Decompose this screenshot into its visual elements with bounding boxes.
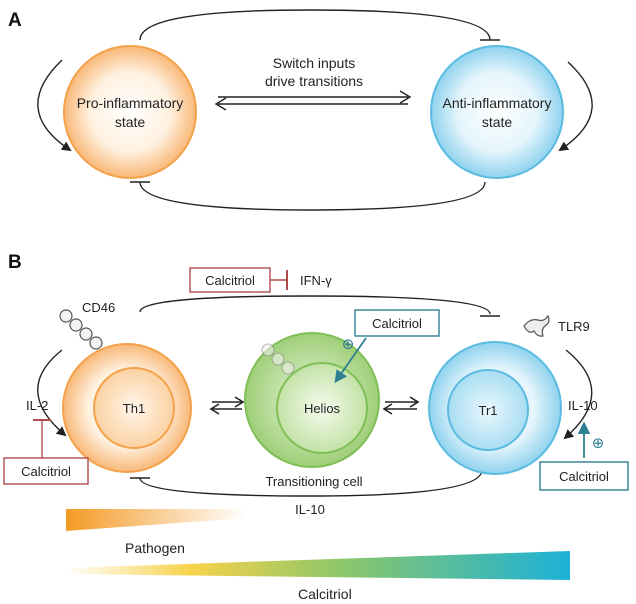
tlr9-receptor-icon: [523, 314, 550, 337]
pro-state-label-line2: state: [115, 114, 146, 130]
helios-label: Helios: [304, 401, 341, 416]
pathogen-gradient-wedge: [66, 509, 246, 531]
tr1-label: Tr1: [478, 403, 497, 418]
helios-nucleus: [276, 362, 368, 454]
transitioning-cell-label: Transitioning cell: [265, 474, 362, 489]
switch-label-line2: drive transitions: [265, 73, 363, 89]
calcitriol-helios-box: [354, 309, 440, 337]
calcitriol-left-box: [3, 457, 89, 485]
th1-self-loop-arrow: [37, 349, 67, 437]
tlr9-label: TLR9: [558, 319, 590, 334]
th1-helios-double-arrow: [209, 396, 245, 415]
anti-state-label-line1: Anti-inflammatory: [443, 95, 552, 111]
ifn-gamma-label: IFN-γ: [300, 273, 332, 288]
top-inhibition-arc: [139, 9, 491, 41]
panel-b-letter: B: [8, 252, 22, 273]
calcitriol-gradient-label: Calcitriol: [298, 586, 352, 602]
b-top-inhibition-arc: [139, 295, 491, 315]
anti-self-loop-arrow: [558, 61, 593, 152]
helios-tr1-double-arrow: [382, 396, 420, 415]
b-bottom-inhibition-arc: [139, 469, 483, 497]
pro-inflammatory-cell: [63, 45, 197, 179]
pathogen-label: Pathogen: [125, 540, 185, 556]
panel-a-letter: A: [8, 10, 22, 31]
tr1-nucleus: [447, 369, 529, 451]
calcitriol-gradient-wedge: [66, 551, 570, 580]
cd46-label: CD46: [82, 300, 115, 315]
tr1-plus-icon: ⊕: [592, 434, 605, 452]
il10-right-label: IL-10: [568, 398, 598, 413]
calcitriol-right-box: [539, 461, 629, 491]
transitioning-receptor-icon: [261, 343, 295, 375]
calcitriol-left-label: Calcitriol: [21, 464, 71, 479]
il10-bottom-label: IL-10: [295, 502, 325, 517]
switch-label-line1: Switch inputs: [273, 55, 355, 71]
tr1-self-loop-arrow: [563, 349, 593, 440]
pro-self-loop-arrow: [37, 59, 72, 152]
th1-nucleus: [93, 367, 175, 449]
calcitriol-helios-arrow: [334, 337, 367, 384]
calcitriol-top-label: Calcitriol: [205, 273, 255, 288]
helios-plus-icon: ⊕: [342, 335, 355, 353]
switch-double-arrow: [214, 90, 412, 111]
calcitriol-right-label: Calcitriol: [559, 469, 609, 484]
calcitriol-helios-label: Calcitriol: [372, 316, 422, 331]
bottom-inhibition-arc: [139, 181, 486, 211]
th1-label: Th1: [123, 401, 145, 416]
anti-state-label-line2: state: [482, 114, 513, 130]
cd46-receptor-icon: [59, 309, 103, 350]
il2-label: IL-2: [26, 398, 48, 413]
anti-inflammatory-cell: [430, 45, 564, 179]
pro-state-label-line1: Pro-inflammatory: [77, 95, 184, 111]
